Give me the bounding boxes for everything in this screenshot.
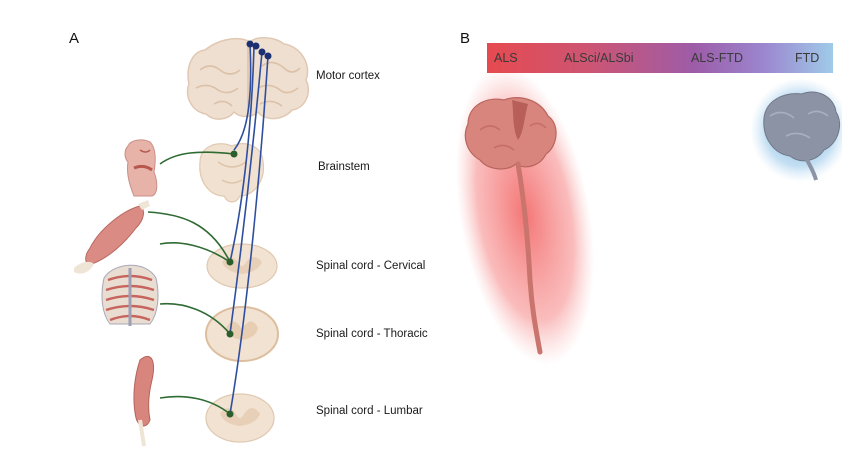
spectrum-label-ftd: FTD	[795, 51, 819, 65]
motor-cortex-label: Motor cortex	[316, 70, 380, 82]
panel-a-label: A	[69, 30, 79, 47]
spinal-cord-cervical-label: Spinal cord - Cervical	[316, 260, 425, 272]
spectrum-label-als-ftd: ALS-FTD	[691, 51, 743, 65]
brainstem-label: Brainstem	[318, 161, 370, 173]
spectrum-label-als: ALS	[494, 51, 518, 65]
spinal-cord-thoracic-label: Spinal cord - Thoracic	[316, 328, 428, 340]
motor-cortex-brain-illustration	[188, 38, 309, 119]
bulbar-face-illustration	[125, 140, 157, 196]
arm-muscle-illustration	[74, 200, 150, 274]
panel-b-label: B	[460, 30, 470, 47]
spectrum-label-alsci-alsbi: ALSci/ALSbi	[564, 51, 633, 65]
als-ftd-spectrum-bar: ALS ALSci/ALSbi ALS-FTD FTD	[487, 43, 833, 73]
ribcage-illustration	[102, 265, 158, 326]
cervical-spinal-cord-illustration	[207, 244, 277, 288]
lumbar-spinal-cord-illustration	[206, 394, 274, 442]
leg-muscle-illustration	[134, 356, 154, 446]
spinal-cord-lumbar-label: Spinal cord - Lumbar	[316, 405, 423, 417]
